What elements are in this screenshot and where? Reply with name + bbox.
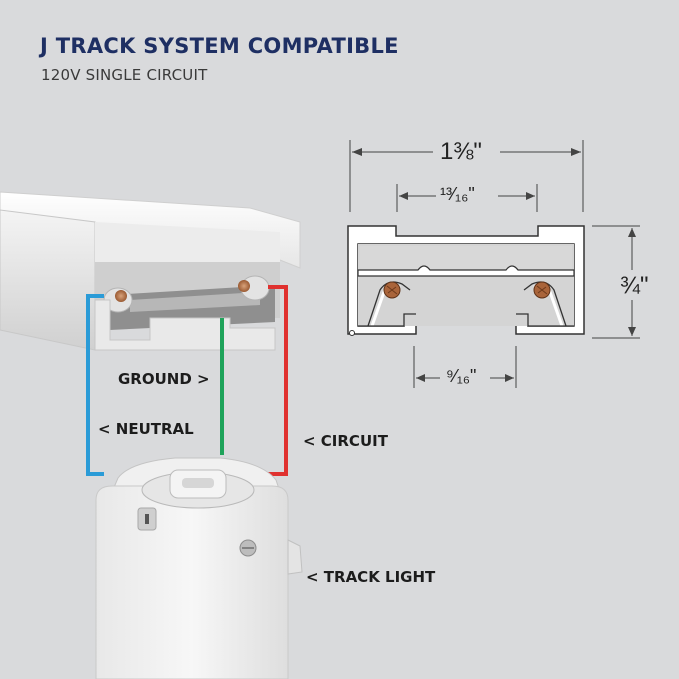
circuit-label: < CIRCUIT bbox=[303, 432, 388, 450]
neutral-wire-line bbox=[86, 294, 104, 476]
bottom-opening-dimension: ⁹⁄₁₆" bbox=[446, 366, 477, 386]
track-rail bbox=[0, 191, 301, 351]
inner-width-dimension: ¹³⁄₁₆" bbox=[440, 184, 475, 204]
height-dimension: ¾" bbox=[620, 272, 649, 299]
circuit-wire-line bbox=[268, 285, 288, 476]
neutral-label: < NEUTRAL bbox=[98, 420, 194, 438]
page-title: J TRACK SYSTEM COMPATIBLE bbox=[40, 34, 399, 58]
cross-section-drawing bbox=[347, 140, 640, 388]
track-light-adapter bbox=[95, 457, 303, 679]
page-subtitle: 120V SINGLE CIRCUIT bbox=[41, 66, 208, 84]
overall-width-dimension: 1⅜" bbox=[440, 138, 482, 165]
track-light-label: < TRACK LIGHT bbox=[306, 568, 436, 586]
ground-label: GROUND > bbox=[118, 370, 210, 388]
